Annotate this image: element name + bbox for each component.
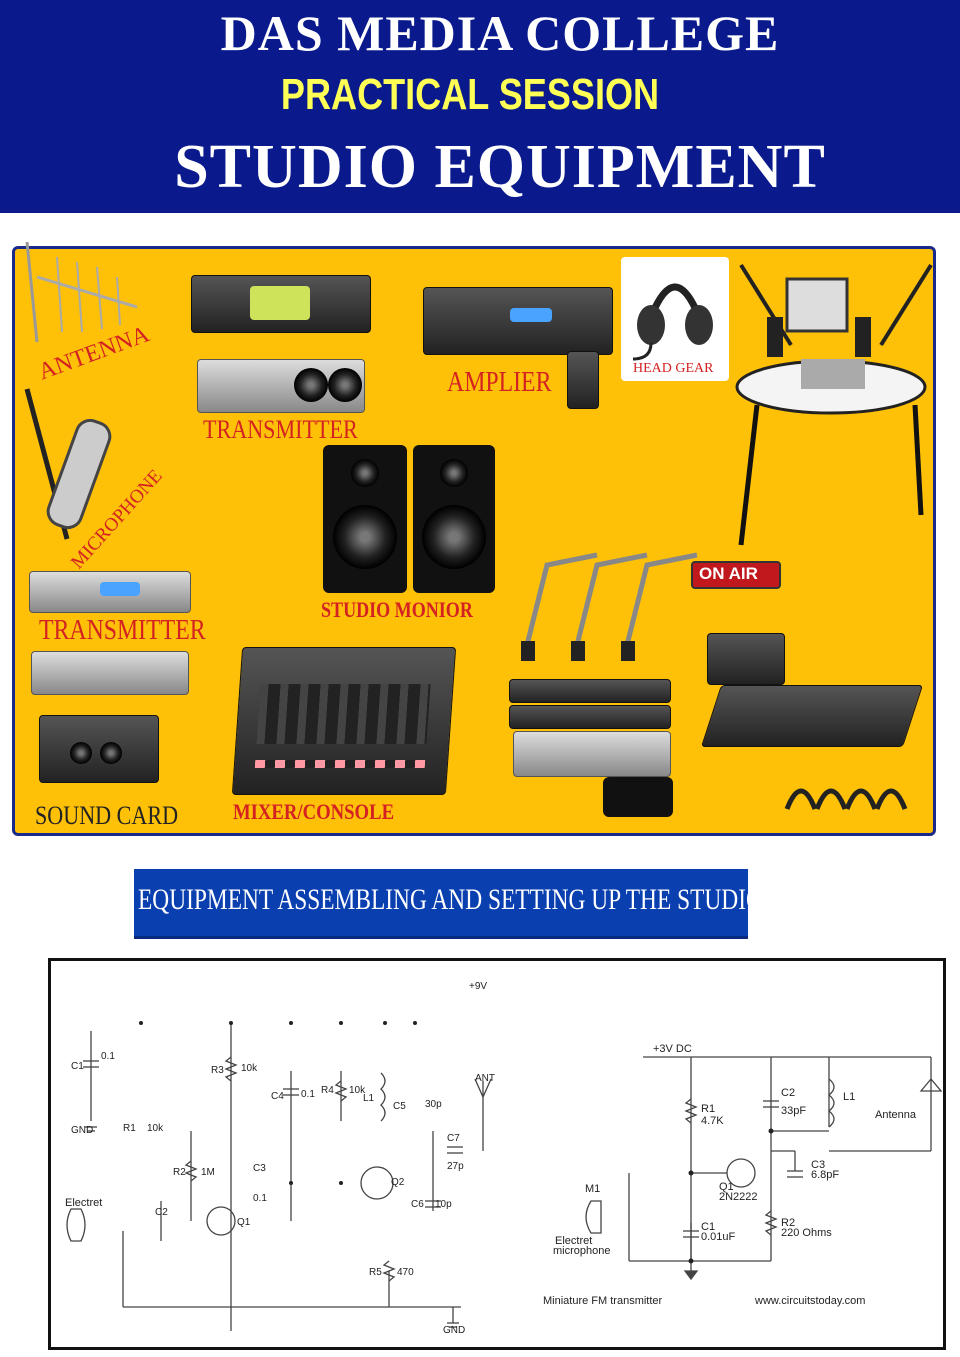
small-speakers: [603, 777, 673, 817]
antenna-image: [25, 241, 138, 343]
section-banner-text: EQUIPMENT ASSEMBLING AND SETTING UP THE …: [138, 883, 763, 916]
transmitter-rear-panel: [197, 359, 365, 413]
left-c6-label: C6: [411, 1199, 424, 1210]
right-q1-value: 2N2222: [719, 1191, 758, 1203]
mixer-console-label: MIXER/CONSOLE: [233, 799, 395, 824]
right-c2-value: 33pF: [781, 1105, 807, 1117]
left-c2-label: C2: [155, 1207, 168, 1218]
rack-unit-2: [509, 705, 671, 729]
right-l1-label: L1: [843, 1091, 856, 1103]
left-r3-value: 10k: [241, 1063, 258, 1074]
equipment-board: ANTENNA MICROPHONE TRANSMITTER AMPLIER H…: [12, 241, 936, 836]
left-c4-label: C4: [271, 1091, 284, 1102]
left-r2-value: 1M: [201, 1167, 215, 1178]
left-supply-label: +9V: [469, 981, 488, 992]
broadcast-console: [700, 685, 924, 747]
head-gear-panel: HEAD GEAR: [621, 257, 729, 381]
headset-icon: [632, 283, 713, 361]
left-r3-label: R3: [211, 1065, 224, 1076]
left-q2-label: Q2: [391, 1177, 405, 1188]
amplifier-unit: [423, 287, 613, 355]
left-c5-label: C5: [393, 1101, 406, 1112]
right-antenna-label: Antenna: [875, 1109, 916, 1121]
college-name: DAS MEDIA COLLEGE: [220, 5, 780, 61]
left-ant-label: ANT: [475, 1073, 495, 1084]
left-r5-value: 470: [397, 1267, 414, 1278]
remote-control: [567, 351, 599, 409]
left-q1-label: Q1: [237, 1217, 251, 1228]
session-subtitle: PRACTICAL SESSION: [280, 70, 660, 119]
right-m1-label: M1: [585, 1183, 601, 1195]
left-c5-value: 30p: [425, 1099, 442, 1110]
microphone-image: [24, 388, 112, 540]
sound-card-unit: [39, 715, 159, 783]
left-c1-label: C1: [71, 1061, 84, 1072]
circuit-wiring: [66, 1021, 943, 1331]
right-q1-label: Q1: [719, 1181, 734, 1193]
right-c2-label: C2: [781, 1087, 796, 1099]
transmitter-unit-left: [29, 571, 191, 613]
amplifier-label: AMPLIER: [447, 367, 552, 398]
right-c1-value: 0.01uF: [701, 1231, 736, 1243]
transmitter-left-label: TRANSMITTER: [39, 615, 206, 646]
left-c3-value: 0.1: [253, 1193, 267, 1204]
left-gnd-top: GND: [71, 1125, 94, 1136]
section-banner: EQUIPMENT ASSEMBLING AND SETTING UP THE …: [134, 869, 763, 939]
header-banner: DAS MEDIA COLLEGE PRACTICAL SESSION STUD…: [0, 0, 960, 213]
right-mic-label-2: microphone: [553, 1245, 611, 1257]
circuit-caption: Miniature FM transmitter: [543, 1295, 663, 1307]
headphones-row: [784, 788, 908, 810]
right-c1-label: C1: [701, 1221, 716, 1233]
left-c7-value: 27p: [447, 1161, 464, 1172]
head-gear-label: HEAD GEAR: [633, 361, 714, 376]
monitor-screens: [707, 633, 785, 685]
transmitter-top-label: TRANSMITTER: [203, 415, 358, 444]
on-air-label: ON AIR: [699, 564, 758, 583]
transmitter-unit-top: [191, 275, 371, 333]
left-c1-value: 0.1: [101, 1051, 115, 1062]
right-r1-value: 4.7K: [701, 1115, 724, 1127]
right-r2-value: 220 Ohms: [781, 1227, 832, 1239]
sound-card-label: SOUND CARD: [35, 801, 179, 830]
circuit-diagram-panel: +9V C1 0.1 GND R1 10k R2 1M R3 10k C4 0.…: [48, 958, 946, 1350]
rack-unit-1: [509, 679, 671, 703]
rack-unit-3: [513, 731, 671, 777]
right-r2-label: R2: [781, 1217, 796, 1229]
left-r1-label: R1: [123, 1123, 136, 1134]
mic-stands-image: [521, 552, 698, 661]
page-title: STUDIO EQUIPMENT: [174, 133, 826, 201]
mixer-console-unit: [231, 647, 457, 795]
right-c3-value: 6.8pF: [811, 1169, 840, 1181]
right-mic-label: Electret: [555, 1235, 593, 1247]
studio-monitor-left: [323, 445, 407, 593]
left-r2-label: R2: [173, 1167, 186, 1178]
left-l1-label: L1: [363, 1093, 375, 1104]
left-c3-label: C3: [253, 1163, 266, 1174]
studio-desk-image: [735, 263, 933, 546]
right-supply-label: +3V DC: [653, 1043, 692, 1055]
left-gnd-bottom: GND: [443, 1325, 466, 1336]
left-r4-label: R4: [321, 1085, 334, 1096]
left-c6-value: 10p: [435, 1199, 452, 1210]
right-c3-label: C3: [811, 1159, 826, 1171]
circuit-source[interactable]: www.circuitstoday.com: [755, 1295, 866, 1307]
left-r1-value: 10k: [147, 1123, 164, 1134]
left-electret-label: Electret: [65, 1197, 103, 1209]
left-r5-label: R5: [369, 1267, 382, 1278]
left-c7-label: C7: [447, 1133, 460, 1144]
transmitter-unit-left-2: [31, 651, 189, 695]
left-r4-value: 10k: [349, 1085, 366, 1096]
studio-monitor-label: STUDIO MONIOR: [321, 597, 473, 622]
on-air-sign: ON AIR: [691, 561, 781, 589]
left-c4-value: 0.1: [301, 1089, 315, 1100]
studio-monitor-right: [413, 445, 495, 593]
right-r1-label: R1: [701, 1103, 716, 1115]
